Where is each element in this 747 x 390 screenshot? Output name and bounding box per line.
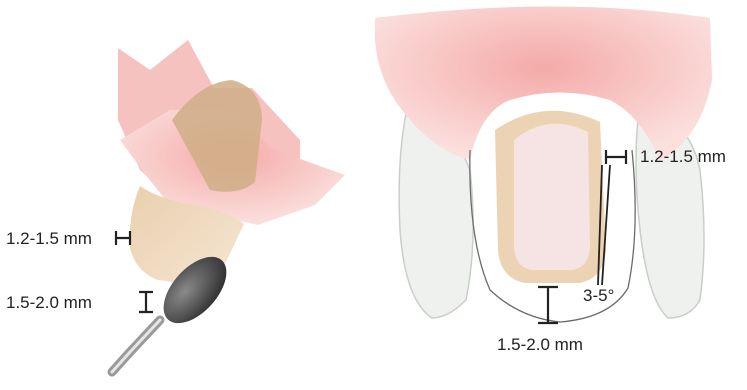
facial-axial-marker [606,150,626,164]
lateral-axial-reduction-label: 1.2-1.5 mm [6,230,92,247]
facial-incisal-marker [538,287,558,323]
lateral-axial-marker [116,231,130,245]
facial-prepared-core [514,124,590,270]
lateral-incisal-marker [139,292,153,312]
taper-angle-label: 3-5° [583,287,614,304]
facial-axial-reduction-label: 1.2-1.5 mm [640,148,726,165]
lateral-view [112,40,345,372]
facial-incisal-reduction-label: 1.5-2.0 mm [497,336,583,353]
lateral-incisal-reduction-label: 1.5-2.0 mm [6,294,92,311]
